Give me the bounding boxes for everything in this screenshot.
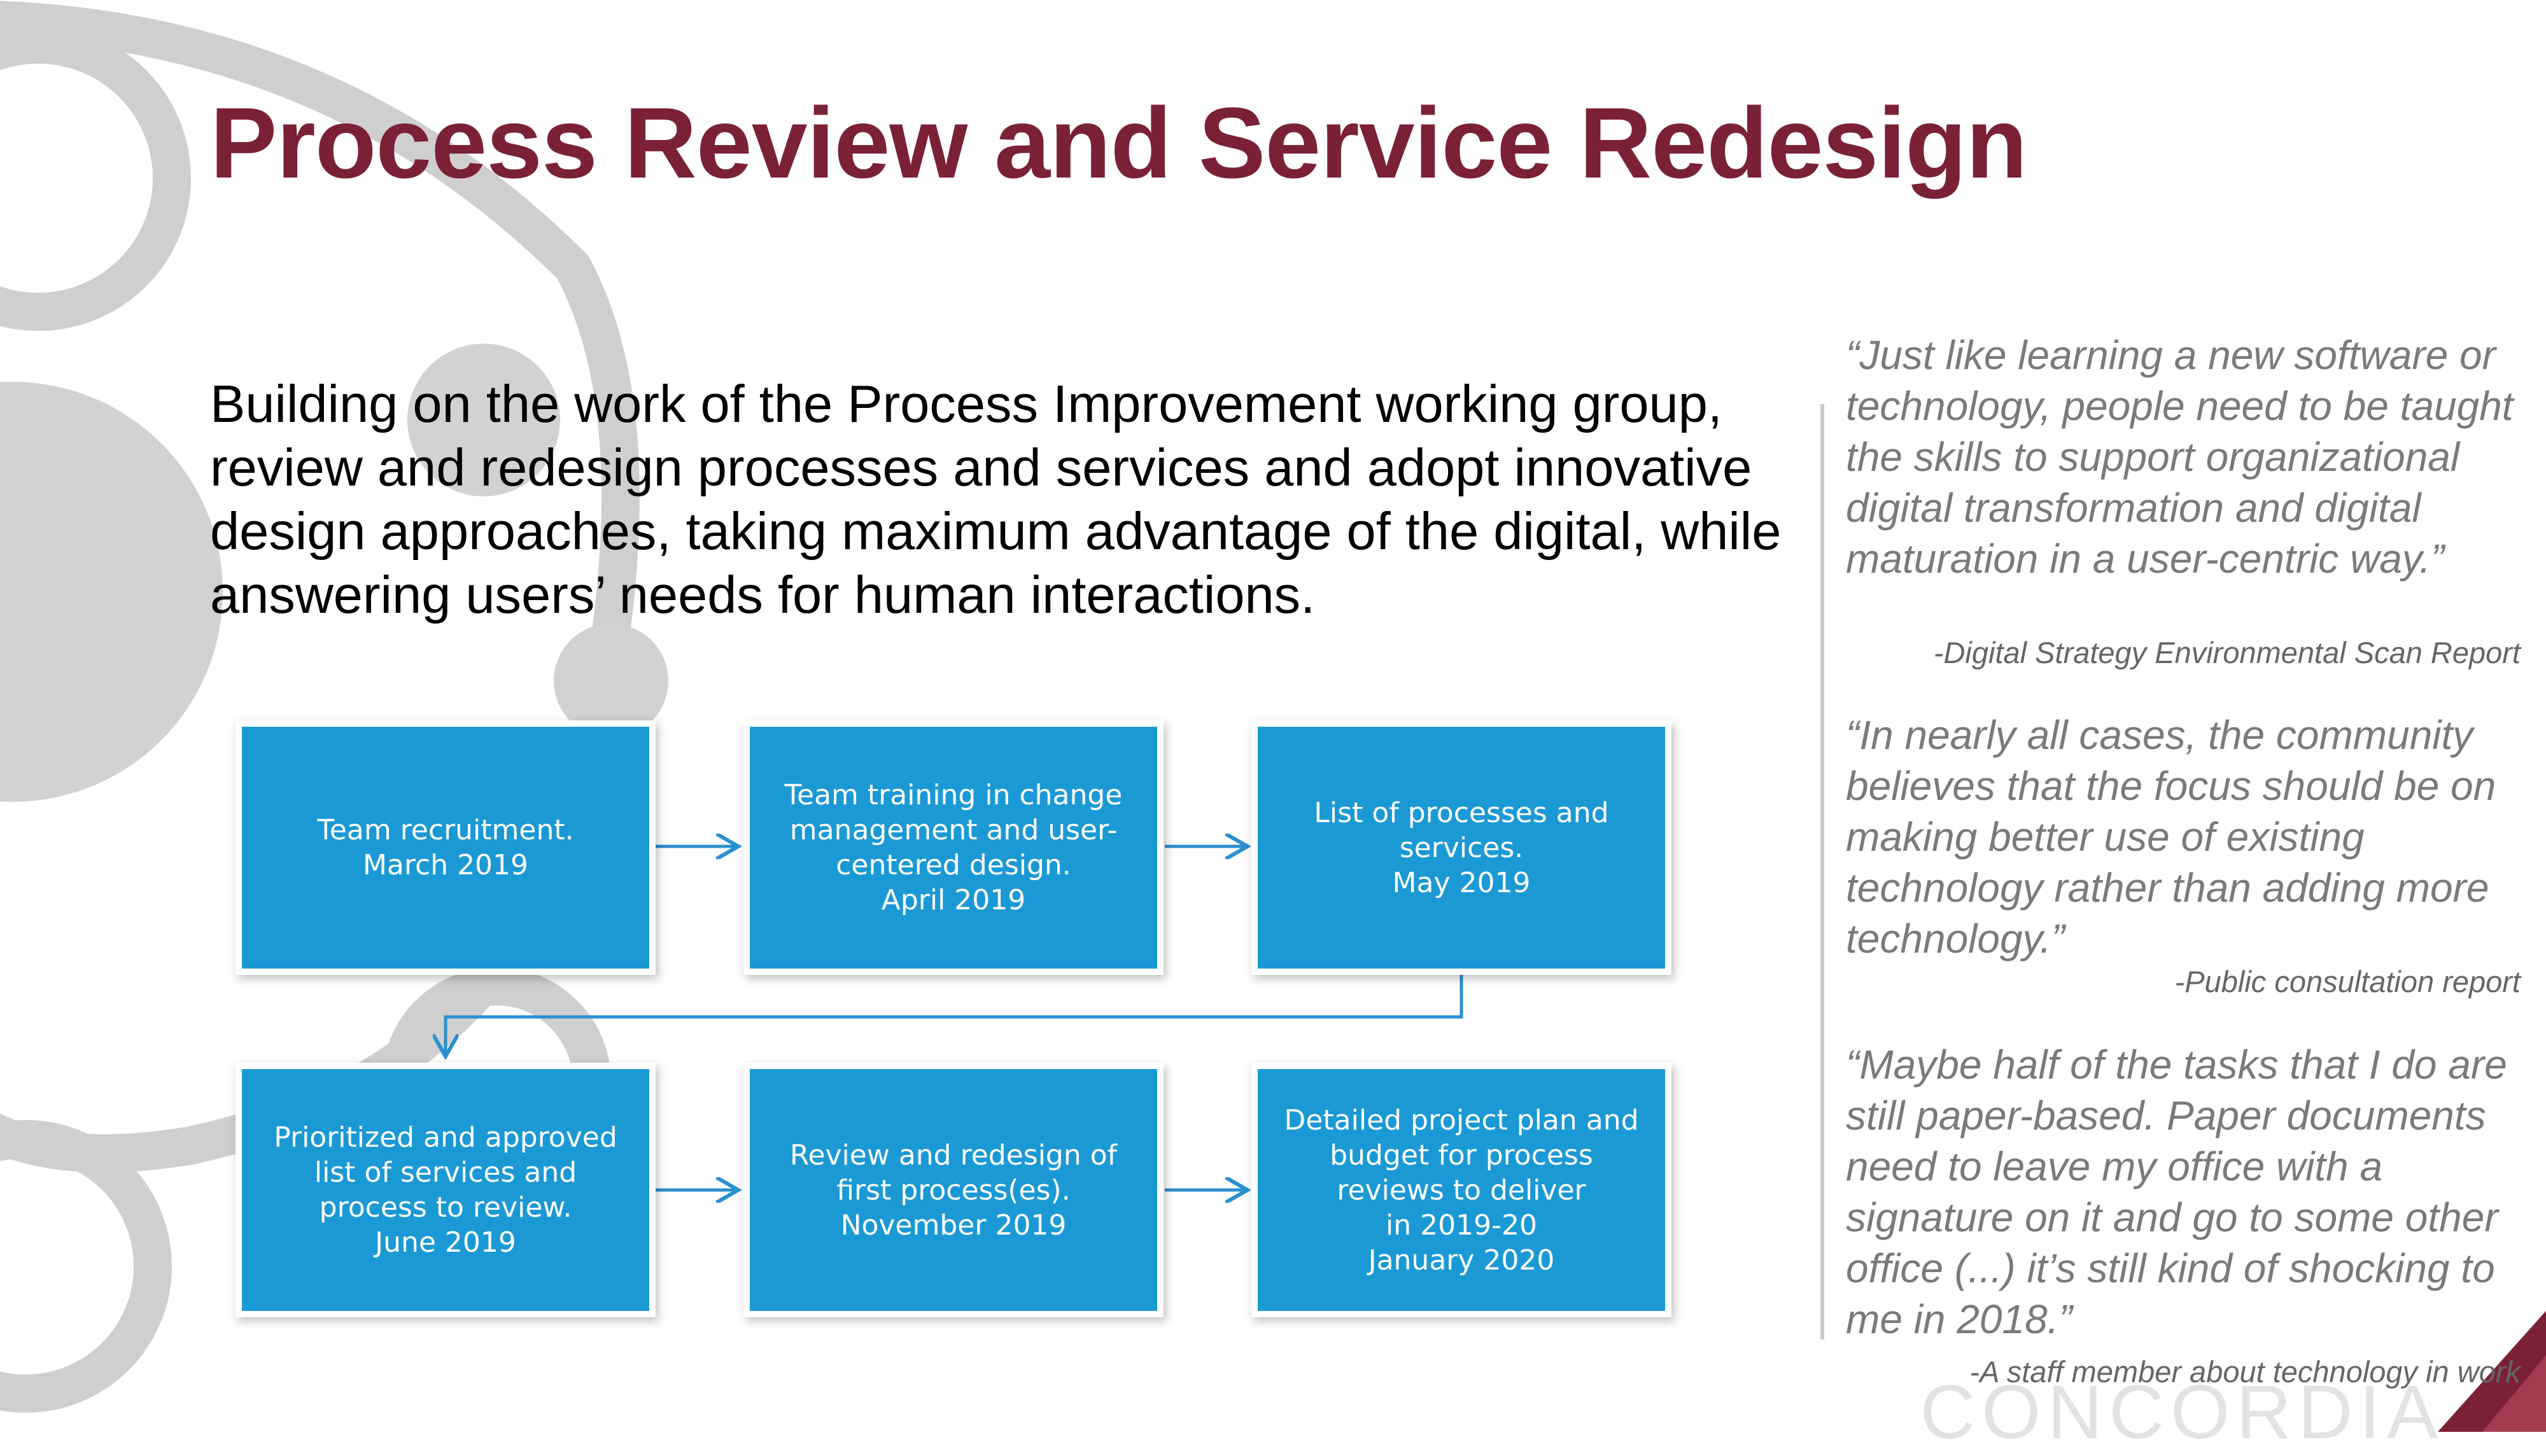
process-step-1: Team recruitment. March 2019	[242, 727, 649, 969]
quote-3-text: “Maybe half of the tasks that I do are s…	[1846, 1039, 2533, 1345]
quote-1-source: -Digital Strategy Environmental Scan Rep…	[1934, 635, 2521, 670]
arrow-3-4	[446, 972, 1461, 1056]
quote-2-source: -Public consultation report	[2175, 964, 2521, 999]
process-step-4: Prioritized and approved list of service…	[242, 1069, 649, 1311]
quote-2-text: “In nearly all cases, the community beli…	[1846, 710, 2533, 964]
process-step-3: List of processes and services. May 2019	[1258, 727, 1665, 969]
quotes-divider	[1820, 404, 1824, 1340]
quote-1-text: “Just like learning a new software or te…	[1846, 330, 2533, 584]
process-step-5: Review and redesign of first process(es)…	[750, 1069, 1157, 1311]
quote-3-source: -A staff member about technology in work	[1969, 1354, 2521, 1389]
process-step-6: Detailed project plan and budget for pro…	[1258, 1069, 1665, 1311]
process-step-2: Team training in change management and u…	[750, 727, 1157, 969]
